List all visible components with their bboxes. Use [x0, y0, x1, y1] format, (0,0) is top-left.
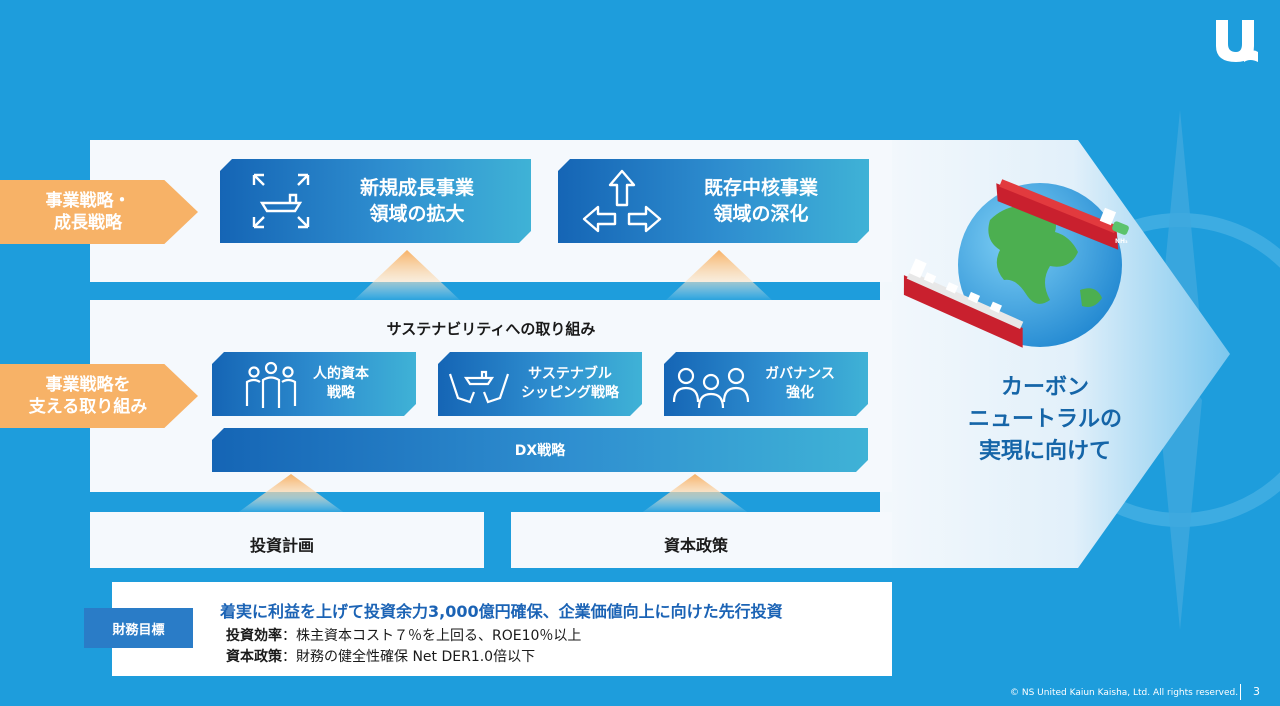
three-way-arrows-icon	[582, 169, 662, 233]
up-arrow-glow	[236, 474, 346, 514]
copyright-text: © NS United Kaiun Kaisha, Ltd. All right…	[1010, 688, 1239, 698]
up-arrow-glow	[352, 250, 462, 302]
nh3-badge: NH₃	[1115, 238, 1128, 245]
new-growth-card: 新規成長事業領域の拡大	[220, 159, 531, 243]
meeting-people-icon	[672, 362, 750, 408]
up-arrow-glow	[640, 474, 750, 514]
investment-plan-panel	[90, 512, 484, 568]
financial-headline: 着実に利益を上げて投資余力3,000億円確保、企業価値向上に向けた先行投資	[220, 602, 783, 621]
hands-ship-icon	[448, 364, 510, 406]
sustainable-shipping-card: サステナブルシッピング戦略	[438, 352, 642, 416]
capital-policy-panel	[511, 512, 892, 568]
capital-policy-label: 資本政策	[664, 536, 729, 555]
core-business-card: 既存中核事業領域の深化	[558, 159, 869, 243]
up-arrow-glow	[664, 250, 774, 302]
globe-ships-illustration: NH₃	[903, 179, 1129, 348]
investment-plan-label: 投資計画	[250, 536, 315, 555]
people-group-icon	[242, 360, 300, 410]
ship-expand-icon	[250, 171, 312, 231]
human-capital-card: 人的資本戦略	[212, 352, 416, 416]
footer-divider	[1240, 684, 1241, 700]
dx-strategy-bar: DX戦略	[212, 428, 868, 472]
dx-strategy-label: DX戦略	[514, 443, 566, 459]
financial-targets-panel	[112, 582, 892, 676]
financial-targets-tag: 財務目標	[84, 608, 193, 648]
company-logo	[1216, 20, 1258, 62]
page-number: 3	[1253, 685, 1260, 698]
capital-policy-line: 資本政策：財務の健全性確保 Net DER1.0倍以下	[226, 649, 536, 665]
investment-efficiency-line: 投資効率：株主資本コスト７％を上回る、ROE10％以上	[226, 628, 582, 644]
sustainability-title: サステナビリティへの取り組み	[386, 320, 596, 338]
governance-card: ガバナンス強化	[664, 352, 868, 416]
supporting-initiatives-tag: 事業戦略を支える取り組み	[0, 364, 198, 428]
business-strategy-tag: 事業戦略・成長戦略	[0, 180, 198, 244]
carbon-neutral-goal: カーボンニュートラルの実現に向けて	[967, 375, 1122, 464]
